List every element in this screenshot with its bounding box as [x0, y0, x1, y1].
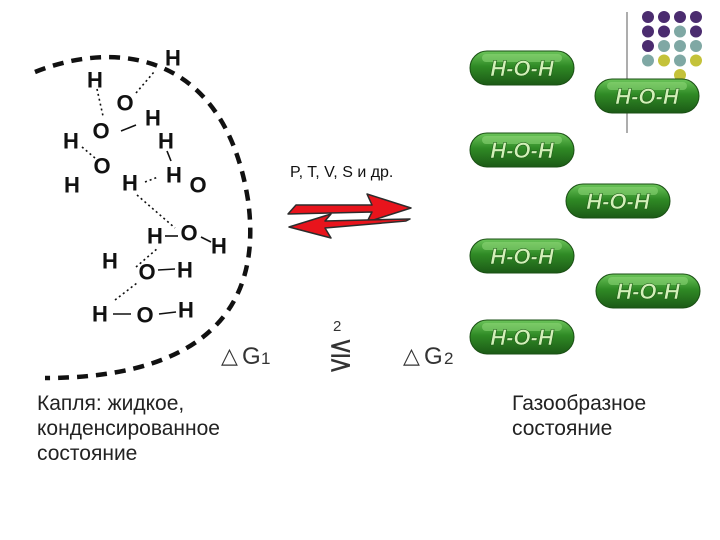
decorative-dot [674, 69, 686, 81]
hydrogen-bond [114, 282, 138, 301]
hydrogen-bond [136, 194, 176, 229]
hydrogen-atom: H [63, 129, 79, 154]
oxygen-atom: O [136, 303, 153, 328]
delta-g1: △ G 1 [221, 343, 270, 370]
delta-g2-symbol: G [424, 343, 443, 370]
capsule-highlight [608, 277, 688, 285]
hydrogen-atom: H [165, 46, 181, 71]
covalent-bonds [113, 124, 212, 315]
decorative-dot [642, 54, 654, 67]
gas-phase-molecules: H-O-H H-O-H H-O-H H-O-H H-O-H H-O-H H-O-H [469, 50, 701, 355]
delta-g1-symbol: G [242, 343, 261, 370]
capsule-highlight [607, 82, 687, 90]
capsule-highlight [482, 136, 562, 144]
delta-g2-subscript: 2 [444, 349, 453, 368]
hydrogen-bond [96, 88, 104, 117]
decorative-dot [690, 40, 702, 52]
hydrogen-bonds [81, 71, 176, 301]
gas-water-molecule: H-O-H [469, 238, 575, 274]
hydrogen-atom: H [64, 173, 80, 198]
hydrogen-atom: H [158, 129, 174, 154]
liquid-state-caption: Капля: жидкое, конденсированное состояни… [37, 392, 220, 465]
hydrogen-atom: H [92, 302, 108, 327]
oxygen-atom: O [189, 173, 206, 198]
decorative-dot [674, 54, 686, 67]
decorative-dot [658, 25, 670, 38]
covalent-bond [158, 311, 177, 315]
decorative-dot [658, 54, 670, 67]
gas-water-molecule: H-O-H [469, 319, 575, 355]
gas-state-caption: Газообразное состояние [512, 392, 647, 440]
hydrogen-atom: H [178, 298, 194, 323]
decorative-dot [642, 11, 654, 23]
droplet-boundary [34, 54, 253, 381]
gas-water-molecule: H-O-H [469, 50, 575, 86]
gas-water-molecule: H-O-H [595, 273, 701, 309]
delta-g1-subscript: 1 [261, 349, 270, 368]
gas-molecule-formula: H-O-H [616, 279, 681, 304]
decorative-dot [690, 25, 702, 38]
oxygen-atom: O [180, 221, 197, 246]
delta-icon: △ [221, 343, 238, 368]
oxygen-atom: O [93, 154, 110, 179]
comparison-sign: ⋚ [328, 338, 353, 373]
delta-g2: △ G 2 [403, 343, 453, 370]
gas-molecule-formula: H-O-H [490, 56, 555, 81]
hydrogen-atom: H [122, 171, 138, 196]
comparison-superscript: 2 [333, 318, 341, 335]
decorative-dot [674, 11, 686, 23]
gas-molecule-formula: H-O-H [615, 84, 680, 109]
delta-icon: △ [403, 343, 420, 368]
gas-molecule-formula: H-O-H [490, 325, 555, 350]
hydrogen-atom: H [177, 258, 193, 283]
hydrogen-atom: H [87, 68, 103, 93]
hydrogen-atom: H [102, 249, 118, 274]
forward-arrow [287, 193, 412, 223]
hydrogen-atom: H [211, 234, 227, 259]
decorative-dot [658, 11, 670, 23]
oxygen-atom: O [138, 260, 155, 285]
decorative-dot-grid [642, 11, 702, 81]
gas-water-molecule: H-O-H [594, 78, 700, 114]
decorative-dot [642, 40, 654, 52]
conditions-label: P, T, V, S и др. [290, 164, 393, 181]
gas-molecule-formula: H-O-H [586, 189, 651, 214]
covalent-bond [166, 150, 172, 162]
decorative-dot [690, 11, 702, 23]
capsule-highlight [482, 242, 562, 250]
decorative-dot [642, 25, 654, 38]
gas-water-molecule: H-O-H [469, 132, 575, 168]
capsule-highlight [482, 323, 562, 331]
gas-molecule-formula: H-O-H [490, 244, 555, 269]
decorative-dot [674, 25, 686, 38]
hydrogen-bond [144, 176, 159, 183]
decorative-dot [658, 40, 670, 52]
decorative-dot [690, 54, 702, 67]
covalent-bond [157, 268, 176, 271]
reversible-arrows [287, 193, 412, 239]
oxygen-atom: O [92, 119, 109, 144]
capsule-highlight [482, 54, 562, 62]
hydrogen-atom: H [147, 224, 163, 249]
gas-water-molecule: H-O-H [565, 183, 671, 219]
hydrogen-atom: H [145, 106, 161, 131]
hydrogen-bond [135, 71, 155, 94]
covalent-bond [120, 124, 137, 132]
capsule-highlight [578, 187, 658, 195]
decorative-dot [674, 40, 686, 52]
hydrogen-atom: H [166, 163, 182, 188]
reverse-arrow [288, 213, 411, 239]
covalent-bond [200, 236, 212, 243]
oxygen-atom: O [116, 91, 133, 116]
gas-molecule-formula: H-O-H [490, 138, 555, 163]
